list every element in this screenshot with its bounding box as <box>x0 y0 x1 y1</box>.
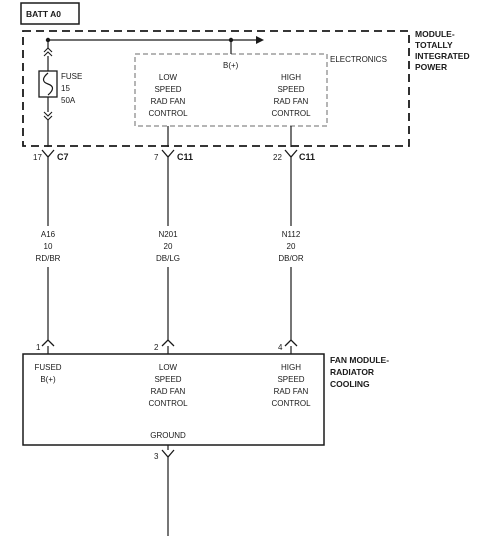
svg-text:SPEED: SPEED <box>277 375 304 384</box>
svg-text:SPEED: SPEED <box>154 375 181 384</box>
batt-a0-label: BATT A0 <box>26 9 61 19</box>
fan-pin-2: 2 <box>154 339 175 352</box>
svg-text:C11: C11 <box>177 152 193 162</box>
svg-text:20: 20 <box>287 242 296 251</box>
module-tipm-boundary <box>22 30 410 147</box>
svg-text:MODULE-: MODULE- <box>415 29 455 39</box>
svg-text:POWER: POWER <box>415 62 447 72</box>
svg-text:RD/BR: RD/BR <box>36 254 61 263</box>
svg-text:RAD FAN: RAD FAN <box>151 97 186 106</box>
svg-text:1: 1 <box>36 343 41 352</box>
module-title: MODULE- TOTALLY INTEGRATED POWER <box>415 29 470 72</box>
svg-text:RADIATOR: RADIATOR <box>330 367 374 377</box>
svg-text:CONTROL: CONTROL <box>271 109 311 118</box>
svg-text:INTEGRATED: INTEGRATED <box>415 51 470 61</box>
svg-text:TOTALLY: TOTALLY <box>415 40 453 50</box>
fan-low-speed-label: LOW SPEED RAD FAN CONTROL <box>148 363 188 408</box>
fan-high-speed-label: HIGH SPEED RAD FAN CONTROL <box>271 363 311 408</box>
svg-text:HIGH: HIGH <box>281 363 301 372</box>
ground-label: GROUND <box>150 431 186 440</box>
svg-text:CONTROL: CONTROL <box>148 399 188 408</box>
fuse-label: FUSE 15 50A <box>61 72 82 105</box>
connector-c11-pin7: 7 C11 <box>154 149 193 162</box>
batt-a0-box: BATT A0 <box>20 2 80 25</box>
fuse-symbol <box>38 40 58 147</box>
svg-text:B(+): B(+) <box>40 375 56 384</box>
svg-text:C7: C7 <box>57 152 69 162</box>
svg-text:50A: 50A <box>61 96 76 105</box>
svg-text:3: 3 <box>154 452 159 461</box>
svg-text:DB/LG: DB/LG <box>156 254 180 263</box>
svg-text:N201: N201 <box>158 230 178 239</box>
svg-text:CONTROL: CONTROL <box>148 109 188 118</box>
high-speed-control-label: HIGH SPEED RAD FAN CONTROL <box>271 73 311 118</box>
svg-text:SPEED: SPEED <box>277 85 304 94</box>
svg-text:COOLING: COOLING <box>330 379 370 389</box>
low-speed-control-label: LOW SPEED RAD FAN CONTROL <box>148 73 188 118</box>
wire-n201: N201 20 DB/LG <box>156 157 180 340</box>
svg-text:20: 20 <box>164 242 173 251</box>
svg-text:DB/OR: DB/OR <box>278 254 304 263</box>
connector-c11-pin22: 22 C11 <box>273 149 315 162</box>
fan-module-box <box>22 353 325 446</box>
svg-text:22: 22 <box>273 153 282 162</box>
svg-text:N112: N112 <box>282 230 301 239</box>
svg-text:4: 4 <box>278 343 283 352</box>
svg-text:10: 10 <box>44 242 53 251</box>
electronics-label: ELECTRONICS <box>330 55 387 64</box>
fan-pin-1: 1 <box>36 339 55 352</box>
svg-text:FAN MODULE-: FAN MODULE- <box>330 355 389 365</box>
svg-text:LOW: LOW <box>159 73 178 82</box>
svg-text:LOW: LOW <box>159 363 178 372</box>
svg-text:7: 7 <box>154 153 159 162</box>
wire-n112: N112 20 DB/OR <box>278 157 304 340</box>
svg-text:FUSE: FUSE <box>61 72 82 81</box>
svg-text:17: 17 <box>33 153 42 162</box>
svg-text:RAD FAN: RAD FAN <box>274 387 309 396</box>
svg-text:RAD FAN: RAD FAN <box>274 97 309 106</box>
wire-a16: A16 10 RD/BR <box>36 157 61 340</box>
fan-module-title: FAN MODULE- RADIATOR COOLING <box>330 355 389 389</box>
svg-text:A16: A16 <box>41 230 56 239</box>
svg-text:SPEED: SPEED <box>154 85 181 94</box>
bplus-bus: B(+) <box>45 36 264 70</box>
ground-pin-3: 3 <box>154 445 175 536</box>
svg-text:CONTROL: CONTROL <box>271 399 311 408</box>
svg-text:15: 15 <box>61 84 70 93</box>
fused-bplus-label: FUSED B(+) <box>34 363 61 384</box>
connector-c7-pin17: 17 C7 <box>33 149 69 162</box>
svg-text:RAD FAN: RAD FAN <box>151 387 186 396</box>
svg-text:2: 2 <box>154 343 159 352</box>
svg-text:HIGH: HIGH <box>281 73 301 82</box>
fan-pin-4: 4 <box>278 339 298 352</box>
bplus-label: B(+) <box>223 61 239 70</box>
svg-text:FUSED: FUSED <box>34 363 61 372</box>
svg-text:C11: C11 <box>299 152 315 162</box>
